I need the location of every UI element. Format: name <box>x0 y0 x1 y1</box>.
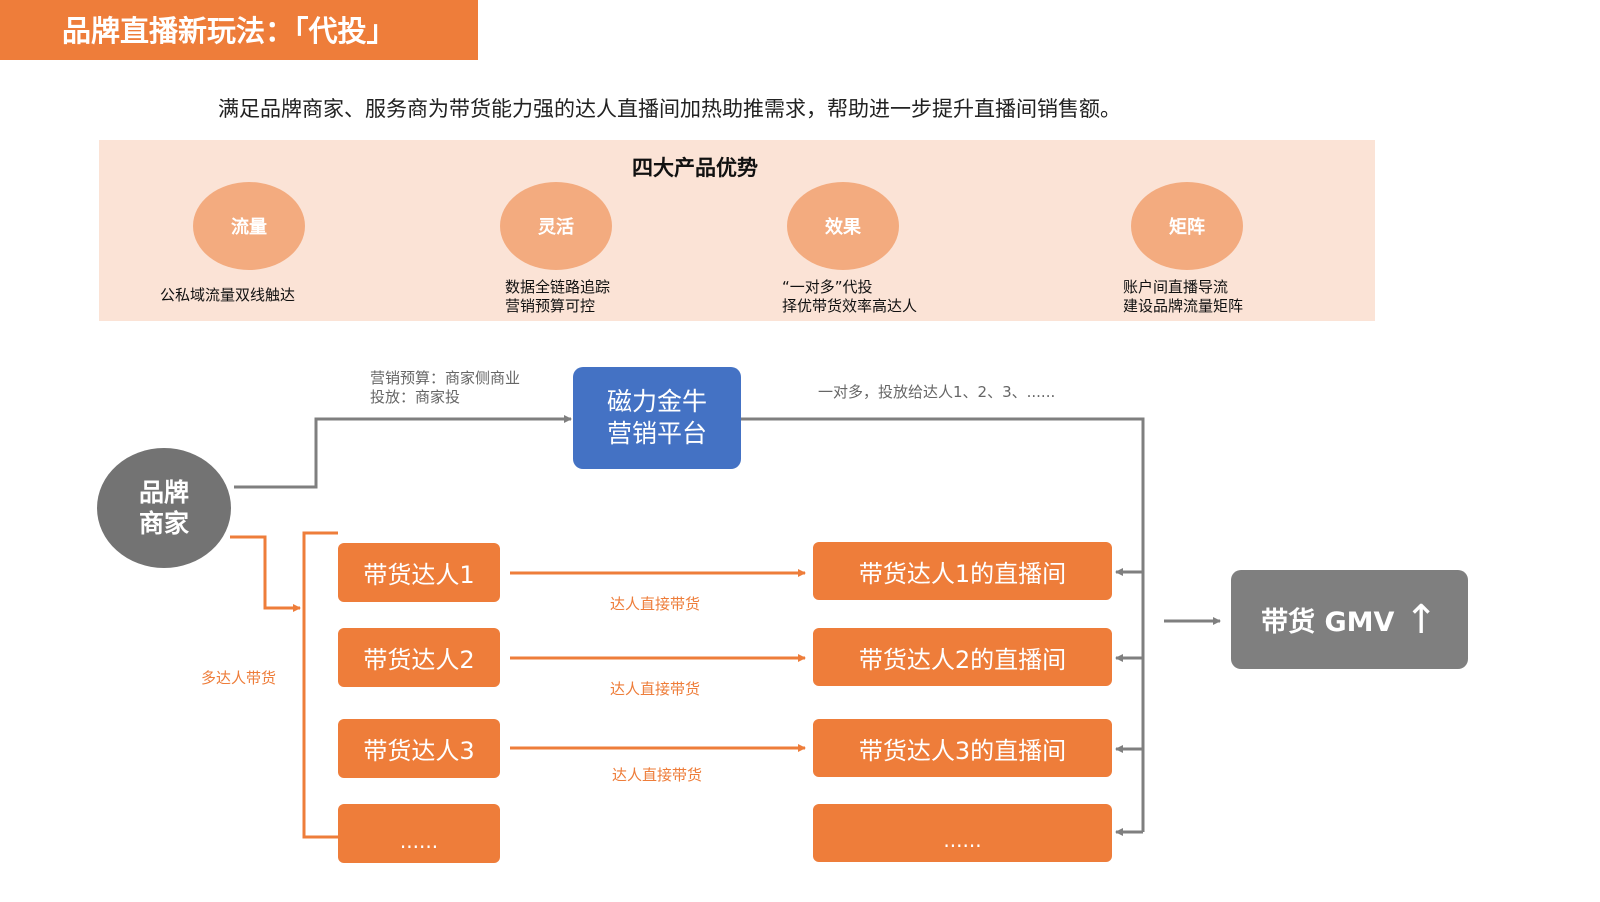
creators-bracket <box>302 531 338 839</box>
advantage-effect: 效果 <box>787 182 899 270</box>
platform-to-rooms-line <box>741 417 1145 832</box>
page-title: 品牌直播新玩法：「代投」 <box>62 14 396 48</box>
multi-creator-label: 多达人带货 <box>201 669 277 687</box>
advantage-traffic: 流量 <box>193 182 305 270</box>
direct-label-1: 达人直接带货 <box>610 595 701 613</box>
direct-label-2: 达人直接带货 <box>610 680 701 698</box>
room-box-2: 带货达人2的直播间 <box>813 628 1112 686</box>
brand-line1: 品牌 <box>138 478 189 507</box>
direct-label-3: 达人直接带货 <box>612 766 703 784</box>
platform-line2: 营销平台 <box>606 419 707 448</box>
room-box-more: ...... <box>813 804 1112 862</box>
advantage-flexible: 灵活 <box>500 182 612 270</box>
platform-line1: 磁力金牛 <box>606 387 707 416</box>
advantage-flexible-desc: 数据全链路追踪 营销预算可控 <box>505 278 611 315</box>
up-arrow-icon: ↑ <box>1404 596 1438 643</box>
title-banner <box>0 0 478 60</box>
brand-to-platform-line <box>234 415 572 489</box>
gmv-label: 带货 GMV <box>1261 607 1395 638</box>
advantage-traffic-desc: 公私域流量双线触达 <box>160 286 296 304</box>
room-box-1: 带货达人1的直播间 <box>813 542 1112 600</box>
page-subtitle: 满足品牌商家、服务商为带货能力强的达人直播间加热助推需求，帮助进一步提升直播间销… <box>218 97 1121 121</box>
advantages-title: 四大产品优势 <box>632 156 758 180</box>
platform-box: 磁力金牛 营销平台 <box>573 367 741 469</box>
budget-label: 营销预算：商家侧商业 投放：商家投 <box>370 369 521 406</box>
gmv-box: 带货 GMV ↑ <box>1231 570 1468 669</box>
brand-circle: 品牌 商家 <box>97 448 231 568</box>
creator-box-more: ...... <box>338 804 500 863</box>
creator-box-2: 带货达人2 <box>338 628 500 687</box>
brand-to-creators-line <box>230 535 301 612</box>
brand-line2: 商家 <box>138 509 189 538</box>
one-to-many-label: 一对多，投放给达人1、2、3、...... <box>818 383 1056 401</box>
creator-box-3: 带货达人3 <box>338 719 500 778</box>
advantage-matrix-desc: 账户间直播导流 建设品牌流量矩阵 <box>1123 278 1244 315</box>
room-box-3: 带货达人3的直播间 <box>813 719 1112 777</box>
creator-box-1: 带货达人1 <box>338 543 500 602</box>
advantage-matrix: 矩阵 <box>1131 182 1243 270</box>
advantage-effect-desc: “一对多”代投 择优带货效率高达人 <box>782 278 918 315</box>
